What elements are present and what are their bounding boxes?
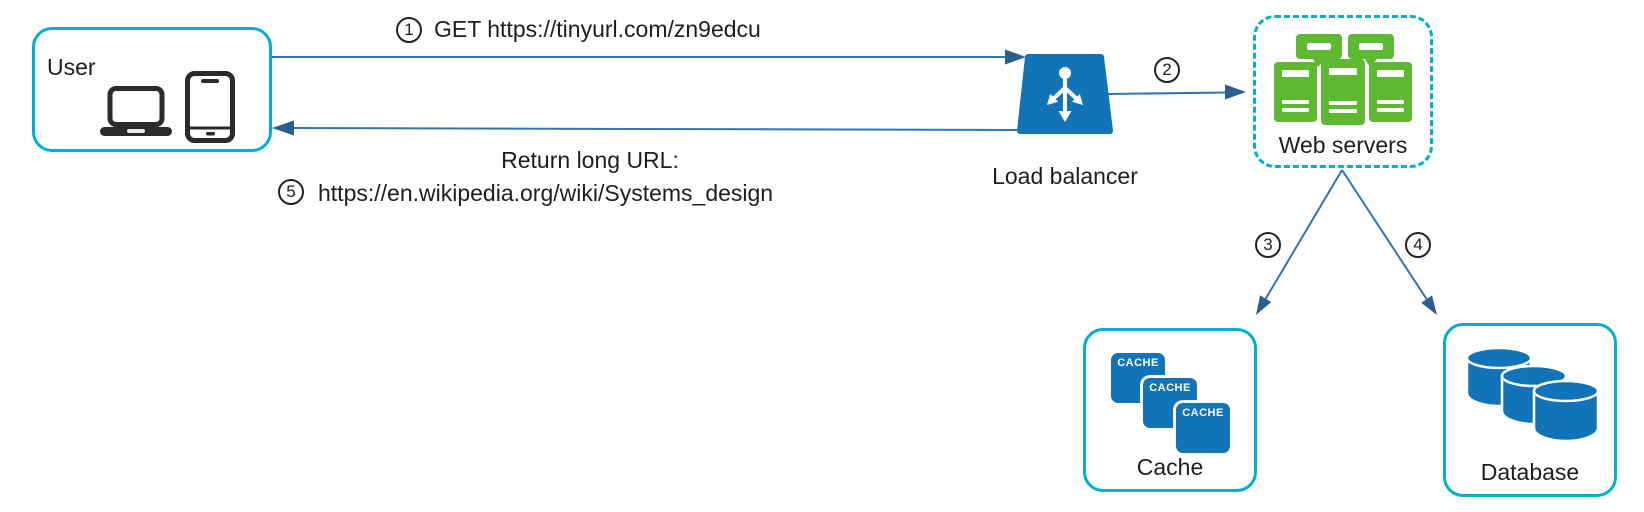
laptop-icon — [100, 86, 172, 136]
arrow-step4-webservers-to-database — [1341, 169, 1437, 315]
smartphone-icon — [185, 71, 235, 143]
arrow-step3-webservers-to-cache — [1256, 169, 1343, 315]
step-1-label: GET https://tinyurl.com/zn9edcu — [434, 16, 761, 42]
cache-label: Cache — [1136, 454, 1204, 480]
web-servers-node: Web servers — [1253, 15, 1433, 168]
step-3-badge: 3 — [1255, 232, 1281, 258]
step-1-badge: 1 — [396, 17, 422, 43]
web-servers-label: Web servers — [1278, 132, 1408, 158]
step-2-badge: 2 — [1154, 57, 1180, 83]
load-balancer-icon — [1017, 54, 1113, 134]
load-balancer-node: Load balancer — [945, 163, 1185, 190]
database-label: Database — [1480, 459, 1580, 485]
step-5-heading: Return long URL: — [501, 147, 679, 173]
cache-unit-3: CACHE — [1174, 401, 1232, 455]
cache-node: CACHE CACHE CACHE Cache — [1083, 328, 1257, 492]
load-balancer-label: Load balancer — [992, 163, 1138, 189]
arrow-step5-loadbalancer-to-user — [272, 120, 1021, 136]
step-4-badge: 4 — [1405, 232, 1431, 258]
database-icon — [1465, 346, 1600, 443]
arrow-step1-user-to-loadbalancer — [272, 49, 1026, 65]
user-node: User — [32, 27, 272, 152]
arrow-step2-loadbalancer-to-webservers — [1107, 84, 1246, 100]
user-label: User — [47, 54, 96, 80]
database-node: Database — [1443, 323, 1617, 497]
web-servers-icon — [1274, 34, 1412, 125]
step-5-badge: 5 — [278, 179, 304, 205]
step-5-label: https://en.wikipedia.org/wiki/Systems_de… — [318, 180, 774, 206]
